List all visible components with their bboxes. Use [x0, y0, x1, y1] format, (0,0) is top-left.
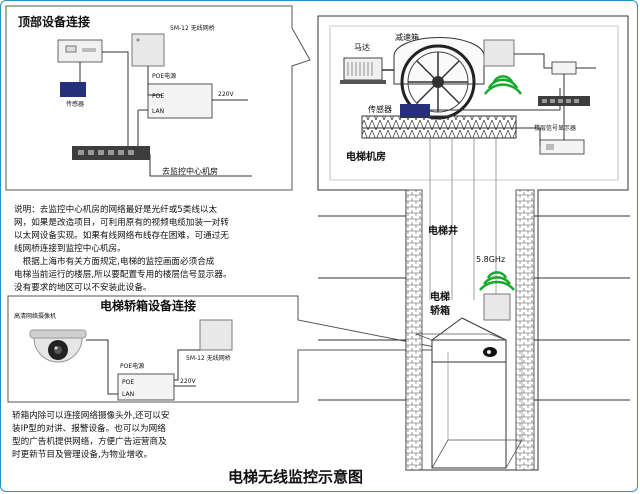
network-switch-icon — [72, 146, 150, 160]
bottom-callout: 电梯轿箱设备连接 高清网络摄像机 5M-12 无线网桥 POE电源 POE LA… — [7, 295, 451, 403]
description-line-4: 线网桥连接到监控中心机房。 — [14, 242, 126, 254]
traction-wheel-icon — [393, 36, 485, 120]
top-poe-title: POE电源 — [152, 72, 176, 80]
floor-sensor-icon — [400, 104, 430, 118]
description-line-5: 根据上海市有关方面规定,电梯的监控画面必须合成 — [14, 255, 215, 267]
elevator-shaft: 电梯井 5.8GHz 电梯 轿箱 — [318, 138, 630, 471]
description-line-3: 以太网设备实现。如果有线网络布线存在困难，可通过无 — [14, 229, 229, 241]
top-dest-label: 去监控中心机房 — [162, 166, 218, 176]
truss-beam — [361, 115, 517, 139]
top-poe-port: POE — [152, 93, 164, 100]
machine-poe-icon — [551, 61, 577, 75]
car-note-line-1: 轿箱内除可以连接网络摄像头外,还可以安 — [12, 409, 170, 421]
description-line-7: 没有要求的地区可以不安装此设备。 — [14, 281, 152, 293]
machine-room: 马达 减速箱 传感器 — [340, 32, 596, 163]
router-icon — [57, 39, 103, 63]
elevator-car — [415, 317, 523, 469]
shaft-label: 电梯井 — [428, 224, 458, 237]
shaft-wall-left — [405, 189, 423, 471]
dome-camera-icon — [29, 329, 87, 363]
top-bridge-label: 5M-12 无线网桥 — [170, 24, 215, 32]
camera-label: 高清网络摄像机 — [14, 312, 56, 320]
poe-injector-icon — [147, 83, 213, 119]
bottom-poe-title: POE电源 — [120, 362, 144, 370]
motor-label: 马达 — [354, 42, 370, 52]
top-voltage: 220V — [218, 91, 234, 98]
car-note-block: 轿箱内除可以连接网络摄像头外,还可以安 装IP型的对讲、报警设备。也可以为网络 … — [12, 409, 170, 460]
top-callout-title: 顶部设备连接 — [18, 14, 90, 29]
building-outline — [317, 15, 629, 471]
bottom-poe-injector-icon — [117, 373, 175, 401]
car-note-line-2: 装IP型的对讲、报警设备。也可以为网络 — [12, 422, 166, 434]
bottom-callout-title: 电梯轿箱设备连接 — [100, 298, 196, 313]
main-title: 电梯无线监控示意图 — [228, 468, 363, 486]
floor-display-icon — [539, 139, 585, 155]
description-line-2: 网，如果是改造项目，可利用原有的视频电缆加装一对转 — [14, 216, 229, 228]
car-note-line-3: 型的广告机提供网络，方便广告运营商及 — [12, 435, 167, 447]
bottom-lan-port: LAN — [122, 391, 134, 398]
car-label-1: 电梯 — [430, 290, 450, 303]
car-note-line-4: 时更新节目及管理设备,为物业增收。 — [12, 448, 152, 460]
floor-slab-lines — [318, 215, 630, 401]
top-callout: 顶部设备连接 传感器 5M-12 无线网桥 POE电源 POE LAN 220V — [5, 5, 311, 191]
car-wifi-signal-icon — [479, 271, 515, 291]
bottom-bridge-icon — [199, 319, 233, 351]
machine-bridge-icon — [483, 39, 515, 67]
wifi-signal-icon — [483, 75, 523, 95]
frequency-label: 5.8GHz — [476, 255, 505, 264]
top-lan-port: LAN — [152, 108, 164, 115]
car-camera-icon — [483, 347, 497, 357]
bottom-bridge-label: 5M-12 无线网桥 — [186, 354, 231, 362]
machine-switch-icon — [538, 96, 590, 106]
top-sensor-label: 传感器 — [66, 100, 84, 108]
floor-display-label: 楼层信号显示器 — [534, 124, 576, 132]
bottom-voltage: 220V — [180, 378, 196, 385]
wireless-bridge-icon — [131, 33, 165, 67]
bottom-poe-port: POE — [122, 379, 134, 386]
sensor-icon — [60, 82, 86, 97]
motor-icon — [340, 57, 386, 84]
shaft-wall-right — [515, 189, 535, 471]
machine-room-label: 电梯机房 — [346, 150, 386, 163]
description-block: 说明：去监控中心机房的网络最好是光纤或5类线以太 网，如果是改造项目，可利用原有… — [14, 203, 232, 293]
description-line-6: 电梯当前运行的楼层,所以要配置专用的楼层信号显示器。 — [14, 268, 232, 280]
machine-sensor-label: 传感器 — [368, 104, 392, 114]
car-bridge-icon — [483, 293, 511, 321]
description-line-1: 说明：去监控中心机房的网络最好是光纤或5类线以太 — [14, 203, 218, 215]
gearbox-label: 减速箱 — [395, 32, 419, 42]
car-label-2: 轿箱 — [430, 304, 450, 317]
